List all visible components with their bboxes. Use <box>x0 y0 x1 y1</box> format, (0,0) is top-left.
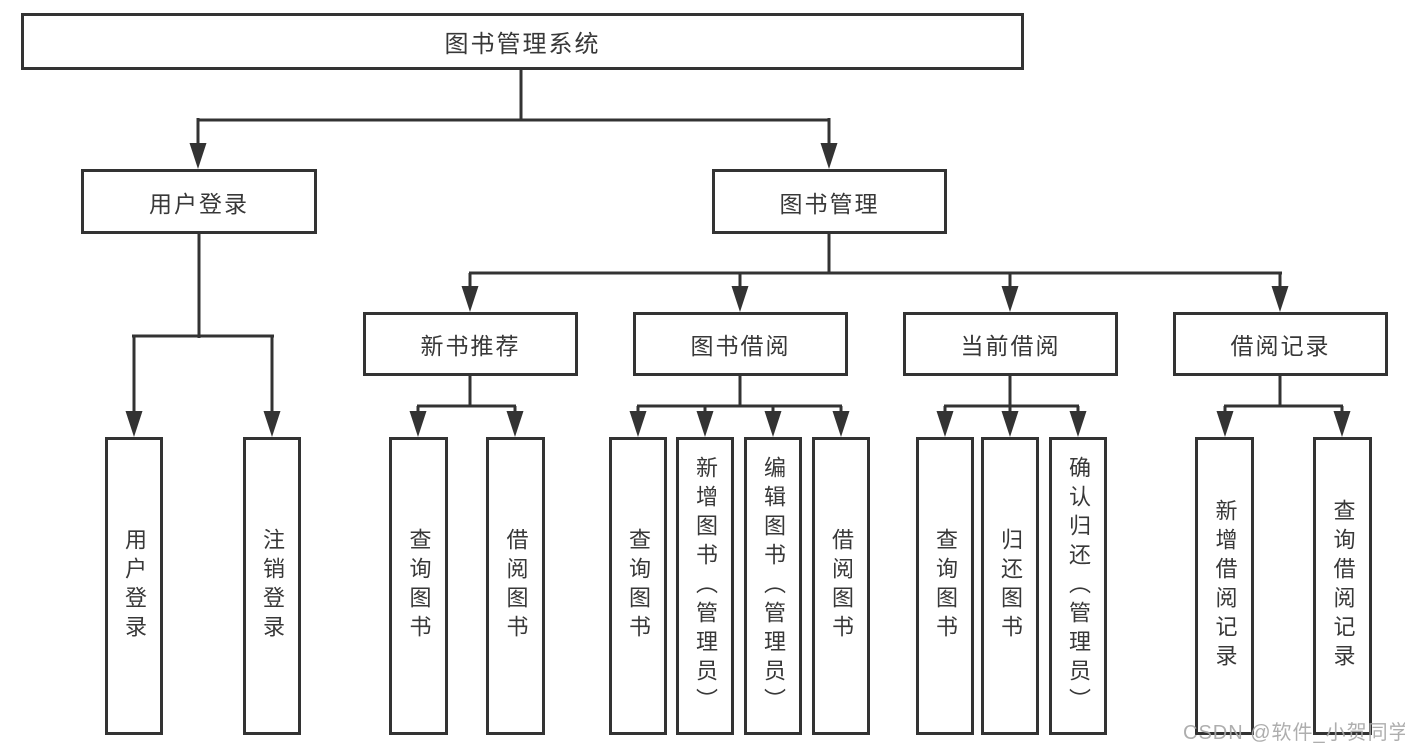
node-current-borrowing: 当前借阅 <box>903 312 1118 376</box>
connector-new-book-edges <box>416 376 517 414</box>
leaf-query-books-recommend: 查询图书 <box>389 437 448 735</box>
node-label: 借阅图书 <box>503 528 529 644</box>
node-label: 图书管理 <box>779 190 880 217</box>
leaf-borrow-books-recommend: 借阅图书 <box>486 437 545 735</box>
node-user-login: 用户登录 <box>81 169 317 234</box>
node-label: 用户登录 <box>122 528 147 644</box>
node-label: 新增借阅记录 <box>1212 499 1238 673</box>
leaf-query-borrow-record: 查询借阅记录 <box>1313 437 1372 735</box>
leaf-add-book-admin: 新增图书（管理员） <box>676 437 734 735</box>
connector-user-login-arrowheads <box>125 411 281 437</box>
connector-book-mgmt-edges <box>468 234 1282 290</box>
node-borrowing-records: 借阅记录 <box>1173 312 1388 376</box>
leaf-logout: 注销登录 <box>243 437 301 735</box>
node-label: 查询图书 <box>406 528 432 644</box>
leaf-query-books-current: 查询图书 <box>916 437 974 735</box>
node-label: 注销登录 <box>260 528 285 644</box>
connector-borrow-record-edges <box>1223 376 1344 414</box>
node-label: 查询借阅记录 <box>1330 499 1356 673</box>
leaf-confirm-return-admin: 确认归还（管理员） <box>1049 437 1107 735</box>
leaf-user-login: 用户登录 <box>105 437 163 735</box>
node-label: 当前借阅 <box>960 333 1061 359</box>
node-library-management-system: 图书管理系统 <box>21 13 1024 70</box>
connector-borrow-record-arrowheads <box>1216 411 1351 437</box>
connector-book-mgmt-arrowheads <box>461 286 1289 312</box>
connector-root-edges <box>196 69 831 146</box>
node-label: 查询图书 <box>626 528 651 644</box>
leaf-return-books: 归还图书 <box>981 437 1039 735</box>
csdn-watermark: CSDN @软件_小贺同学 <box>1183 722 1405 744</box>
node-label: 编辑图书（管理员） <box>761 455 786 717</box>
connector-root-arrowheads <box>189 143 838 169</box>
node-label: 确认归还（管理员） <box>1066 455 1091 717</box>
node-label: 借阅图书 <box>829 528 854 644</box>
leaf-edit-book-admin: 编辑图书（管理员） <box>744 437 802 735</box>
node-label: 归还图书 <box>998 528 1023 644</box>
node-book-borrowing: 图书借阅 <box>633 312 848 376</box>
node-label: 图书借阅 <box>690 333 791 359</box>
node-book-management: 图书管理 <box>712 169 947 234</box>
node-label: 新书推荐 <box>420 333 521 359</box>
connector-book-borrow-arrowheads <box>629 411 850 437</box>
connector-new-book-arrowheads <box>409 411 524 437</box>
node-label: 新增图书（管理员） <box>693 455 718 717</box>
leaf-borrow-books: 借阅图书 <box>812 437 870 735</box>
node-label: 查询图书 <box>933 528 958 644</box>
node-new-book-recommend: 新书推荐 <box>363 312 578 376</box>
node-label: 用户登录 <box>149 190 249 217</box>
connector-user-login-edges <box>132 234 274 413</box>
connector-current-borrow-arrowheads <box>936 411 1087 437</box>
leaf-query-books-borrowing: 查询图书 <box>609 437 667 735</box>
node-label: 借阅记录 <box>1230 333 1331 359</box>
node-label: 图书管理系统 <box>444 31 601 58</box>
leaf-add-borrow-record: 新增借阅记录 <box>1195 437 1254 735</box>
connector-current-borrow-edges <box>943 376 1080 414</box>
connector-book-borrow-edges <box>636 376 843 414</box>
